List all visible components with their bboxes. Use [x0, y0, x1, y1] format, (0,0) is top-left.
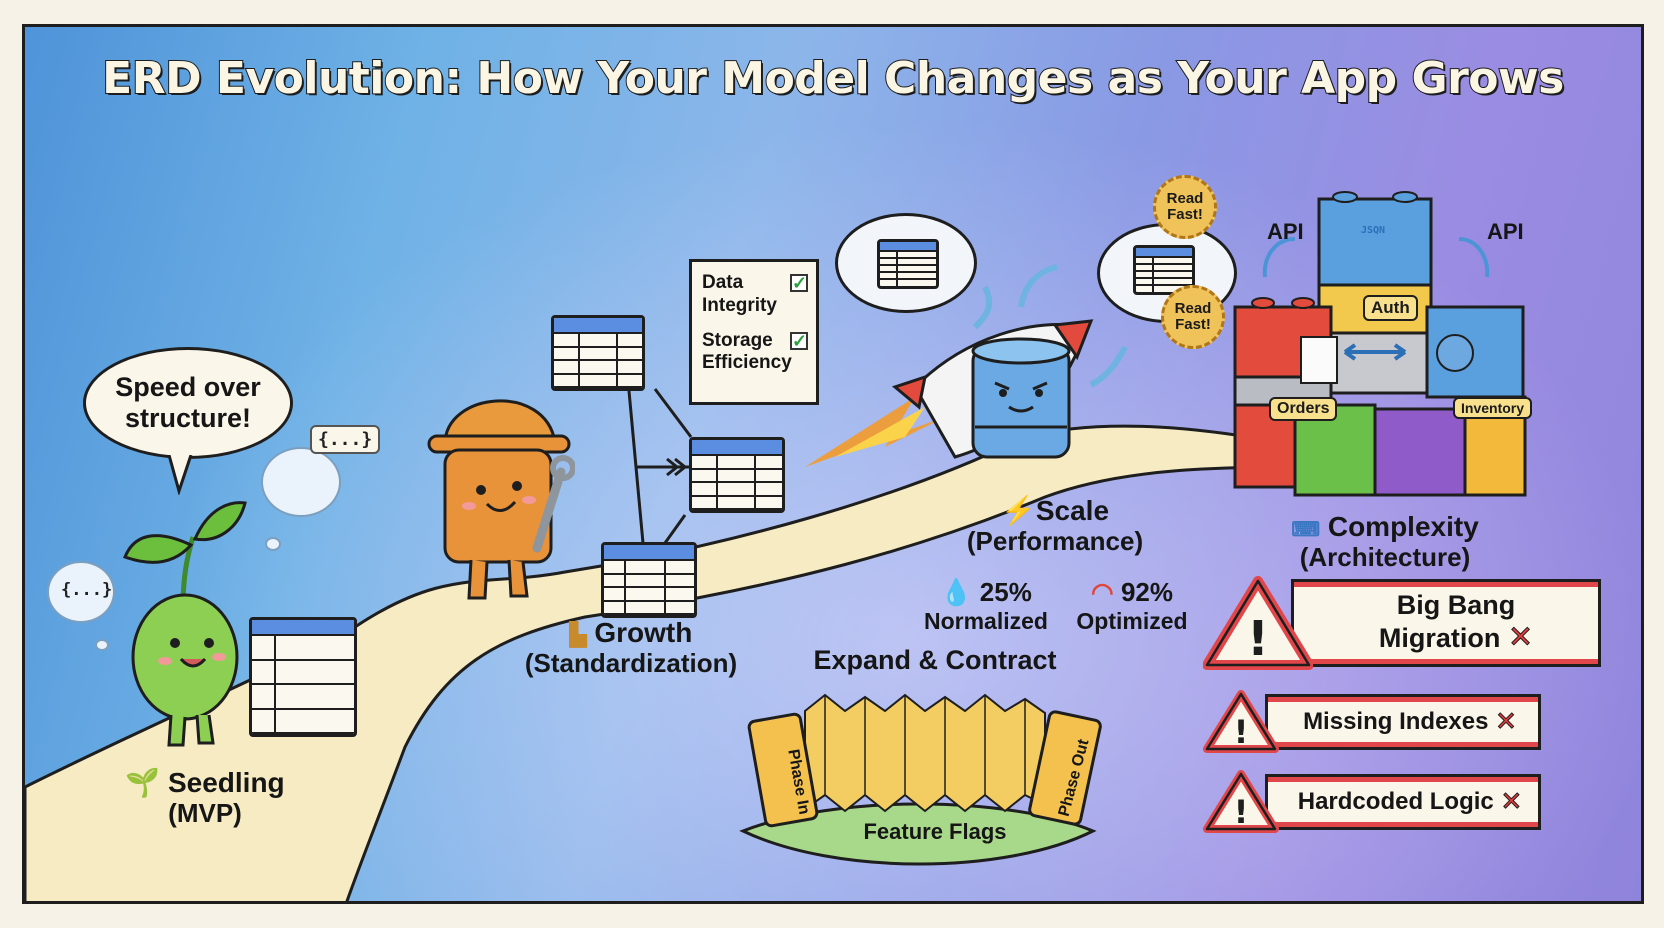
anti-pattern-box: Big Bang Migration ✕: [1291, 579, 1601, 667]
erd-table: [877, 239, 939, 289]
x-mark-icon: ✕: [1500, 787, 1523, 818]
seedling-character: [123, 501, 247, 747]
thought-dot: [95, 639, 109, 651]
checklist-item: Storage Efficiency ✓: [702, 329, 808, 376]
erd-table: [551, 315, 645, 391]
quality-checklist: Data Integrity ✓ Storage Efficiency ✓: [689, 259, 819, 405]
json-tag: {...}: [310, 425, 381, 454]
building-icon: ▙: [569, 622, 587, 647]
stage-subtitle: (Performance): [966, 526, 1144, 557]
keyboard-icon: ⌨: [1291, 519, 1321, 541]
stat-optimized: ◠ 92% Optimized: [1067, 577, 1197, 635]
infographic-frame: ERD Evolution: How Your Model Changes as…: [22, 24, 1644, 904]
stage-subtitle: (Architecture): [1299, 542, 1471, 573]
stage-subtitle: (Standardization): [524, 648, 738, 679]
anti-pattern-label: Missing Indexes: [1303, 708, 1489, 735]
stat-value: 25%: [979, 577, 1032, 607]
builder-character: [427, 399, 575, 600]
svg-text:!: !: [1247, 611, 1269, 667]
relationship-lines: [627, 388, 693, 544]
api-label-left: API: [1267, 219, 1304, 244]
read-fast-badge: Read Fast!: [1161, 285, 1225, 349]
stat-label: Normalized: [924, 608, 1048, 634]
api-label-right: API: [1487, 219, 1524, 244]
block-auth: Auth: [1363, 295, 1418, 321]
lightning-icon: ⚡: [1000, 495, 1036, 526]
stat-label: Optimized: [1076, 608, 1188, 634]
json-file-label: JSQN: [1361, 225, 1386, 236]
anti-pattern-hardcoded-logic: ! Hardcoded Logic ✕: [1203, 769, 1541, 835]
speech-bubble-tail: [167, 455, 193, 495]
erd-table: [249, 617, 357, 737]
anti-pattern-box: Hardcoded Logic ✕: [1265, 774, 1541, 830]
json-tag: {...}: [61, 580, 113, 600]
svg-text:!: !: [1234, 793, 1249, 831]
checkmark-icon: ✓: [790, 330, 808, 351]
thought-dot: [265, 537, 281, 551]
page-title: ERD Evolution: How Your Model Changes as…: [101, 52, 1565, 105]
badge-text: Read Fast!: [1174, 299, 1212, 333]
rocket-database: [805, 264, 1128, 467]
stage-title: Seedling: [167, 767, 285, 798]
anti-pattern-label: Hardcoded Logic: [1297, 788, 1494, 815]
stage-growth-label: ▙ Growth (Standardization): [481, 617, 781, 679]
gauge-icon: ◠: [1091, 577, 1114, 607]
warning-triangle-icon: !: [1203, 576, 1313, 670]
seedling-icon: 🌱: [125, 767, 161, 798]
stage-seedling-label: 🌱 Seedling (MVP): [95, 767, 315, 829]
anti-pattern-box: Missing Indexes ✕: [1265, 694, 1541, 750]
feature-flags-label: Feature Flags: [863, 819, 1007, 844]
svg-text:!: !: [1234, 713, 1249, 751]
stage-scale-label: ⚡Scale (Performance): [945, 495, 1165, 557]
checklist-label: Data Integrity: [702, 272, 777, 316]
checklist-label: Storage Efficiency: [702, 329, 792, 374]
anti-pattern-label: Migration: [1378, 623, 1501, 654]
stage-title: Scale: [1035, 495, 1110, 526]
erd-table: [689, 437, 785, 513]
checkmark-icon: ✓: [790, 273, 808, 293]
erd-table: [601, 542, 697, 618]
x-mark-icon: ✕: [1507, 620, 1534, 656]
strategy-title: Expand & Contract: [813, 645, 1057, 675]
anti-pattern-missing-indexes: ! Missing Indexes ✕: [1203, 689, 1541, 755]
thought-cloud: [261, 447, 341, 517]
block-inventory: Inventory: [1453, 397, 1533, 419]
anti-pattern-big-bang: ! Big Bang Migration ✕: [1203, 575, 1601, 671]
stage-complexity-label: ⌨ Complexity (Architecture): [1275, 511, 1495, 573]
speech-bubble-text: Speed over structure!: [115, 371, 261, 433]
drop-icon: 💧: [940, 577, 973, 607]
checklist-item: Data Integrity ✓: [702, 272, 808, 318]
badge-text: Read Fast!: [1166, 189, 1204, 223]
stage-subtitle: (MVP): [168, 798, 242, 829]
warning-triangle-icon: !: [1203, 770, 1279, 833]
stat-normalized: 💧 25% Normalized: [921, 577, 1051, 635]
thought-cloud: [47, 561, 115, 623]
warning-triangle-icon: !: [1203, 690, 1279, 753]
x-mark-icon: ✕: [1495, 707, 1518, 738]
stat-value: 92%: [1120, 577, 1173, 607]
erd-table: [1133, 245, 1195, 295]
anti-pattern-label: Big Bang: [1396, 590, 1516, 621]
accordion-illustration: [739, 693, 1102, 866]
stage-title: Growth: [594, 617, 693, 648]
read-fast-badge: Read Fast!: [1153, 175, 1217, 239]
block-orders: Orders: [1269, 397, 1338, 421]
speech-bubble: Speed over structure!: [83, 347, 293, 459]
stage-title: Complexity: [1327, 511, 1479, 542]
